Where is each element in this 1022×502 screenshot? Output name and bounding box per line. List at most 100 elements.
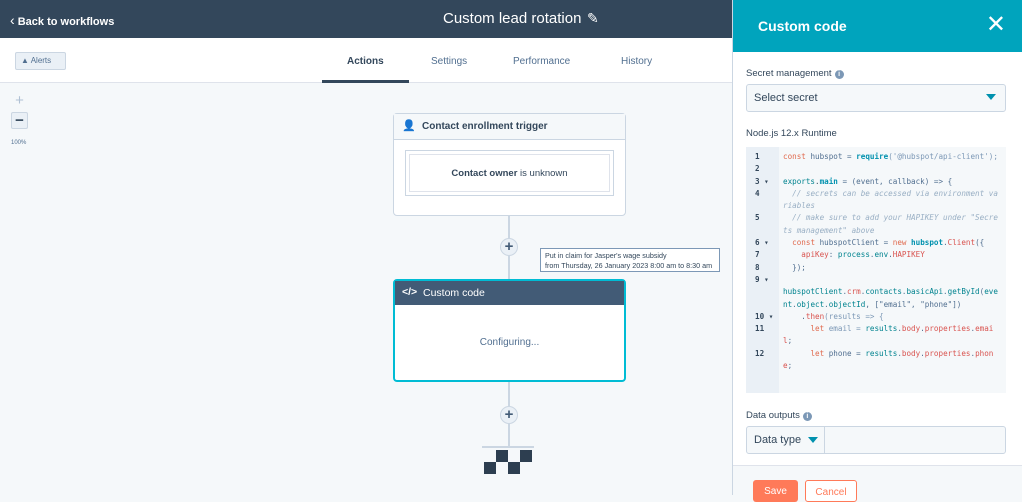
code-token: body [901,348,921,358]
zoom-out-button[interactable]: − [11,112,28,129]
top-bar: ‹ Back to workflows Custom lead rotation… [0,0,732,38]
line-number: 3 ▾ [755,176,769,186]
tooltip-line-2: from Thursday, 26 January 2023 8:00 am t… [545,261,713,270]
code-token: . [824,299,829,309]
trigger-title: Contact enrollment trigger [422,121,548,132]
tab-performance[interactable]: Performance [513,56,571,67]
caret-down-icon [808,437,818,443]
data-output-name-input[interactable] [826,427,1005,453]
info-icon[interactable]: i [834,70,844,79]
code-token: results [865,324,898,334]
code-token: contacts [865,287,902,297]
code-token: properties [924,324,971,334]
code-token: }); [783,262,806,272]
code-token: . [888,250,893,260]
code-token: . [943,287,948,297]
contact-icon: 👤 [402,120,416,132]
enrollment-trigger-card[interactable]: 👤 Contact enrollment trigger Contact owne… [393,113,626,216]
warning-icon: ▲ [21,56,29,65]
tab-history[interactable]: History [621,56,653,67]
code-token: ; [787,361,793,371]
line-number: 11 [755,324,765,334]
code-token: = [847,152,857,161]
line-number: 12 [755,348,765,358]
code-token: results [865,348,898,358]
code-token: let [783,324,829,334]
alerts-button[interactable]: ▲ Alerts [15,52,66,70]
code-token: event [783,287,998,309]
zoom-in-button[interactable]: + [15,92,24,109]
back-label: Back to workflows [17,16,115,28]
code-token: (results => { [824,311,884,321]
line-number: 10 ▾ [755,311,774,321]
code-token: . [815,176,820,186]
edit-pencil-icon[interactable]: ✎ [587,10,599,26]
alerts-label: Alerts [30,56,52,65]
line-number: 1 [755,152,760,161]
add-action-button[interactable]: + [500,238,518,256]
code-token: HAPIKEY [892,250,925,260]
data-type-dropdown[interactable]: Data type [747,427,825,453]
code-token: = (event, callback) => { [837,176,953,186]
code-token: exports [783,176,816,186]
code-token: objectId [828,299,866,309]
code-token: . [970,348,976,358]
code-line: 6 ▾ const hubspotClient = new hubspot.Cl… [746,237,1006,249]
code-line: 7 apiKey: process.env.HAPIKEY [746,249,1006,261]
code-token: . [792,299,797,309]
workflow-title[interactable]: Custom lead rotation [443,10,582,27]
code-token: env [874,250,889,260]
condition-operator: is unknown [517,168,568,179]
custom-code-card[interactable]: </>Custom code Configuring... [393,279,626,382]
code-token: ( [979,287,985,297]
back-to-workflows-link[interactable]: ‹ Back to workflows [10,12,114,28]
data-type-value: Data type [754,434,802,446]
code-token: then [805,311,825,321]
code-line: 12 let phone = results.body.properties.p… [746,348,1006,373]
info-icon[interactable]: i [802,412,812,421]
runtime-label: Node.js 12.x Runtime [746,128,837,139]
close-icon[interactable]: ✕ [985,11,1006,38]
tab-settings[interactable]: Settings [431,56,468,67]
code-token: . [842,287,848,297]
code-token: properties [924,348,971,358]
data-output-row: Data type [746,426,1006,454]
add-action-button[interactable]: + [500,406,518,424]
code-line: 8 }); [746,262,1006,274]
code-line: 3 ▾exports.main = (event, callback) => { [746,176,1006,188]
code-token: let [783,348,829,358]
panel-header: Custom code ✕ [733,0,1022,52]
chevron-left-icon: ‹ [10,12,15,28]
tabs-row: ▲ Alerts Actions Settings Performance Hi… [0,38,732,83]
custom-code-card-title: Custom code [423,287,485,299]
code-icon: </> [402,286,418,298]
code-token: : [828,250,838,260]
code-line: 9 ▾ hubspotClient.crm.contacts.basicApi.… [746,274,1006,311]
line-number: 7 [755,250,760,260]
line-number: 4 [755,188,760,198]
code-token [783,164,788,173]
save-button[interactable]: Save [753,480,798,502]
code-token: // secrets can be accessed via environme… [783,188,998,211]
select-secret-dropdown[interactable]: Select secret [746,84,1006,112]
code-token: . [869,250,875,260]
code-token: , ["email", "phone"]) [865,299,962,309]
tooltip-line-1: Put in claim for Jasper's wage subsidy [545,251,667,260]
cancel-button[interactable]: Cancel [805,480,857,502]
code-token: . [897,324,902,334]
code-token: hubspotClient [783,287,843,297]
code-token: Client [947,238,976,248]
tab-actions[interactable]: Actions [322,56,409,83]
code-line: 10 ▾ .then(results => { [746,311,1006,323]
trigger-condition[interactable]: Contact owner is unknown [409,154,610,192]
code-token: basicApi [906,287,944,297]
code-token: . [920,324,925,334]
code-token: const [783,152,811,161]
code-token: ; [787,336,793,346]
panel-title: Custom code [758,18,847,34]
code-token: email = [828,324,866,334]
code-token: object [796,299,825,309]
